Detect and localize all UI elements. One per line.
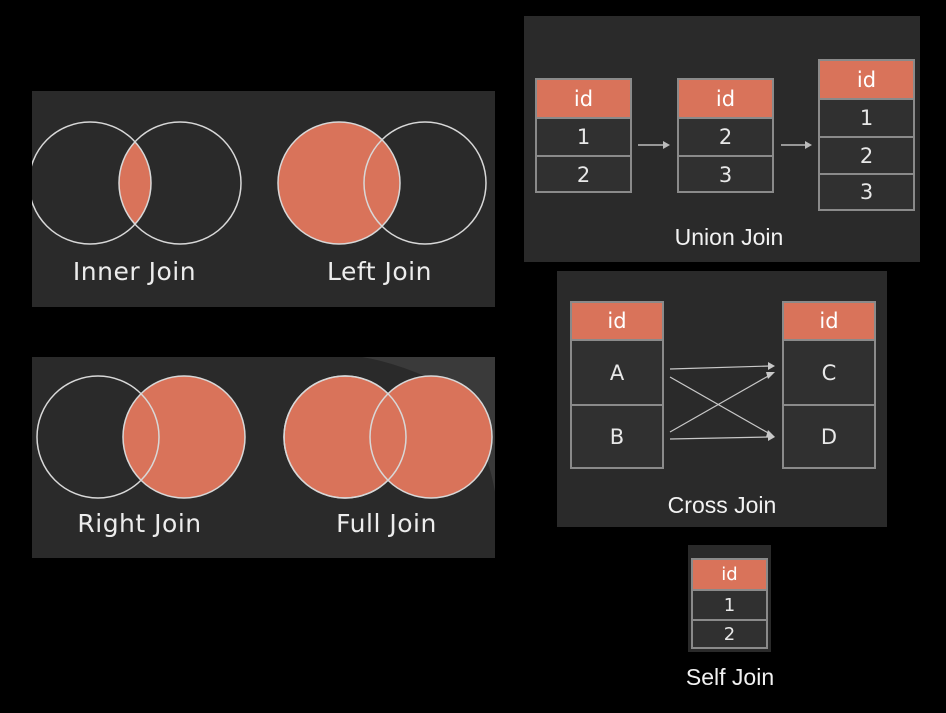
self-table-row: 1 <box>693 589 766 619</box>
cross-left-row: A <box>572 339 662 404</box>
union-join-panel: id 1 2 id 2 3 id 1 2 3 Union Join <box>524 16 920 262</box>
union-arrowhead-1 <box>663 141 670 149</box>
cross-arrowhead <box>766 430 775 437</box>
self-table-row: 2 <box>693 619 766 647</box>
cross-join-panel: id A B id C D Cross Join <box>557 271 887 527</box>
full-circle-b <box>369 375 493 499</box>
left-join-label: Left Join <box>327 257 432 286</box>
union-table-1: id 1 2 <box>535 78 632 193</box>
cross-right-row: D <box>784 404 874 467</box>
right-circle-a <box>36 375 160 499</box>
full-circle-a-outline <box>283 375 407 499</box>
cross-arrow-b-c <box>669 374 771 433</box>
cross-right-header: id <box>784 303 874 339</box>
left-circle-a <box>277 121 401 245</box>
venn-diagrams-inner-left <box>32 121 487 245</box>
union-table-2: id 2 3 <box>677 78 774 193</box>
union-join-label: Union Join <box>674 224 784 250</box>
venn-panel-right-full: Right Join Full Join <box>32 357 495 558</box>
union-result-row: 3 <box>820 173 913 209</box>
union-table-2-header: id <box>679 80 772 117</box>
union-result-header: id <box>820 61 913 98</box>
union-table-1-row: 2 <box>537 155 630 193</box>
union-table-1-header: id <box>537 80 630 117</box>
cross-arrow-b-d <box>669 436 771 440</box>
self-join-panel: id 1 2 <box>688 545 771 652</box>
self-table-header: id <box>693 560 766 589</box>
inner-join-label: Inner Join <box>72 257 197 286</box>
cross-arrowhead <box>768 362 775 370</box>
union-result-row: 1 <box>820 98 913 136</box>
inner-circle-b <box>118 121 242 245</box>
union-result-table: id 1 2 3 <box>818 59 915 211</box>
self-join-label: Self Join <box>685 664 775 690</box>
cross-right-row: C <box>784 339 874 404</box>
cross-left-header: id <box>572 303 662 339</box>
inner-circle-a <box>32 121 152 245</box>
right-circle-b <box>122 375 246 499</box>
full-join-label: Full Join <box>336 509 437 538</box>
cross-join-label: Cross Join <box>667 492 777 518</box>
cross-left-row: B <box>572 404 662 467</box>
union-table-2-row: 2 <box>679 117 772 155</box>
cross-arrowhead <box>768 433 775 441</box>
cross-left-table: id A B <box>570 301 664 469</box>
right-join-label: Right Join <box>77 509 202 538</box>
union-result-row: 2 <box>820 136 913 173</box>
cross-arrow-a-c <box>669 365 771 370</box>
cross-arrow-a-d <box>669 376 771 435</box>
union-table-2-row: 3 <box>679 155 772 193</box>
union-arrowhead-2 <box>805 141 812 149</box>
venn-panel-inner-left: Inner Join Left Join <box>32 91 495 307</box>
cross-right-table: id C D <box>782 301 876 469</box>
self-table: id 1 2 <box>691 558 768 649</box>
left-circle-b <box>363 121 487 245</box>
union-table-1-row: 1 <box>537 117 630 155</box>
venn-diagrams-right-full <box>36 357 495 499</box>
cross-arrowhead <box>766 372 775 379</box>
